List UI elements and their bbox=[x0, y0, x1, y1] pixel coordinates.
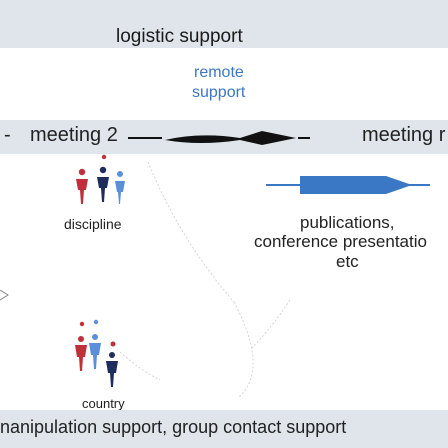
remote-label: remote bbox=[194, 64, 244, 81]
conference-label: conference presentatio bbox=[254, 232, 427, 251]
meeting-right-label: meeting r bbox=[362, 124, 446, 146]
support-label: support bbox=[192, 84, 246, 101]
meeting-2-label: meeting 2 bbox=[30, 124, 118, 146]
meeting-left-dash: - bbox=[4, 124, 11, 146]
publications-bar-icon bbox=[266, 176, 430, 194]
country-people-icon bbox=[75, 319, 118, 387]
bottom-support-label: nanipulation support, group contact supp… bbox=[0, 417, 347, 437]
country-label: country bbox=[82, 396, 125, 411]
logistic-support-band bbox=[0, 0, 448, 48]
discipline-people-icon bbox=[76, 154, 125, 204]
dashed-partition-lines bbox=[119, 161, 291, 399]
publications-label: publications, bbox=[300, 213, 395, 232]
left-arrow-hint-icon bbox=[0, 289, 9, 301]
bottom-support-band bbox=[0, 410, 448, 448]
discipline-label: discipline bbox=[64, 216, 122, 232]
etc-label: etc bbox=[336, 252, 359, 271]
logistic-support-label: logistic support bbox=[116, 26, 243, 47]
meeting-arrow bbox=[128, 131, 310, 145]
